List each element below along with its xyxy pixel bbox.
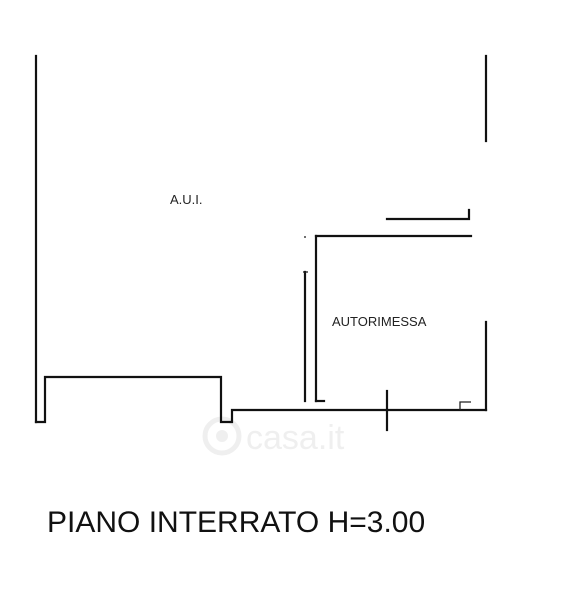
walls xyxy=(34,54,488,432)
room-label-aui: A.U.I. xyxy=(170,192,203,207)
room-label-autorimessa: AUTORIMESSA xyxy=(332,314,427,329)
wall-bottom-left-step xyxy=(34,375,488,424)
corner-bracket xyxy=(459,401,471,410)
wall-top-right-stub xyxy=(385,208,471,221)
watermark-text: casa.it xyxy=(246,419,345,457)
watermark: casa.it xyxy=(202,416,345,457)
plan-caption: PIANO INTERRATO H=3.00 xyxy=(47,506,426,539)
